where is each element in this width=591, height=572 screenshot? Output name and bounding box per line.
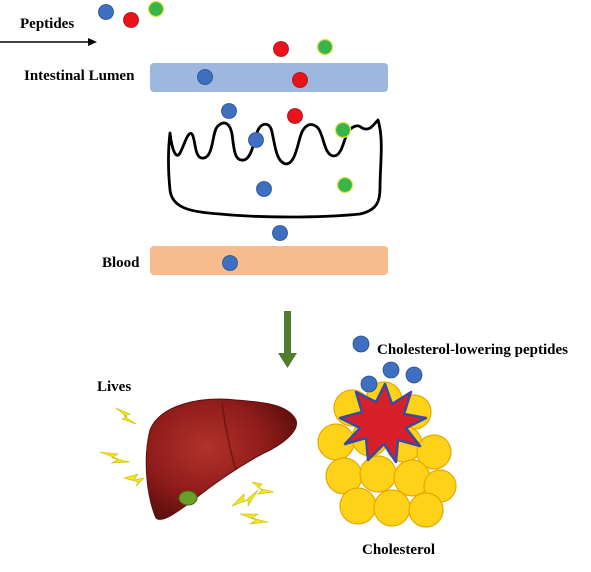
lightning-icon <box>99 407 275 525</box>
peptide-blue <box>360 375 378 393</box>
peptide-blue <box>272 225 288 241</box>
peptide-blue <box>222 255 238 271</box>
label-blood: Blood <box>102 255 140 271</box>
peptide-blue <box>256 181 272 197</box>
peptide-green <box>334 121 352 139</box>
peptide-red <box>273 41 289 57</box>
peptide-red <box>292 72 308 88</box>
label-cholesterol: Cholesterol <box>362 542 436 558</box>
label-lives: Lives <box>97 379 132 395</box>
intestinal-villi-outline <box>167 118 383 219</box>
peptide-blue <box>248 132 264 148</box>
peptide-blue <box>197 69 213 85</box>
burst-icon <box>338 382 428 464</box>
peptide-green <box>147 0 165 18</box>
peptides-group-top <box>98 0 334 57</box>
intestinal-lumen-band <box>150 63 388 92</box>
cholesterol-lowering-peptides-group <box>352 335 423 393</box>
liver-icon <box>145 398 297 520</box>
gallbladder-icon <box>178 490 198 506</box>
peptide-green <box>336 176 354 194</box>
label-cholesterol-lowering-peptides: Cholesterol-lowering peptides <box>377 342 568 358</box>
peptide-blue <box>405 366 423 384</box>
peptide-red <box>287 108 303 124</box>
peptides-entry-arrow <box>0 38 97 46</box>
peptide-red <box>123 12 139 28</box>
peptide-blue <box>382 361 400 379</box>
peptide-blue <box>221 103 237 119</box>
peptide-blue <box>352 335 370 353</box>
label-intestinal-lumen: Intestinal Lumen <box>24 68 135 84</box>
label-peptides: Peptides <box>20 16 75 32</box>
peptide-green <box>316 38 334 56</box>
blood-band <box>150 246 388 275</box>
peptide-blue <box>98 4 114 20</box>
down-arrow-icon <box>278 311 297 368</box>
